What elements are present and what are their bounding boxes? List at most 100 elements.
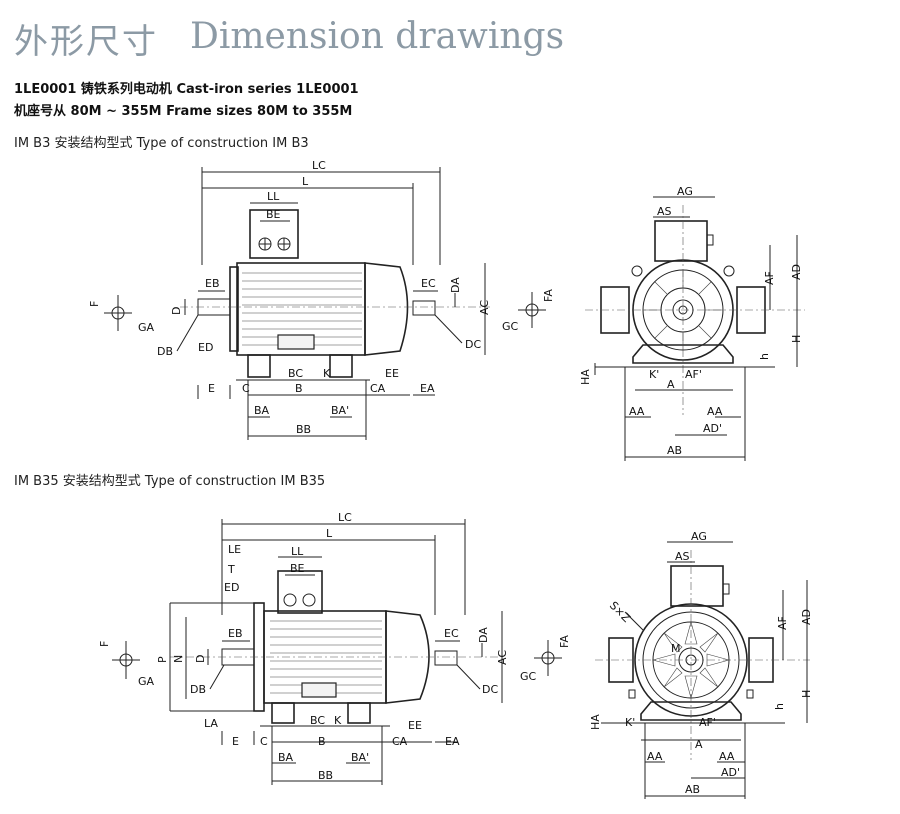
dim-AB: AB: [667, 444, 682, 457]
dim-N: N: [172, 655, 185, 663]
dim-BA: BA: [254, 404, 270, 417]
dim-LA: LA: [204, 717, 218, 730]
dim-GC: GC: [502, 320, 519, 333]
dim-E-b35: E: [232, 735, 239, 748]
dim-EC-b35: EC: [444, 627, 459, 640]
dim-ED: ED: [198, 341, 213, 354]
b35-keyway-detail: GC FA: [520, 635, 571, 683]
series-subtitle: 1LE0001 铸铁系列电动机 Cast-iron series 1LE0001: [14, 82, 359, 97]
dim-AC-b35: AC: [496, 650, 509, 665]
section-heading-b35: IM B35 安装结构型式 Type of construction IM B3…: [14, 474, 326, 489]
dim-B-b35: B: [318, 735, 326, 748]
dim-LC: LC: [312, 159, 326, 172]
dim-h: h: [758, 353, 771, 360]
page-title-english: Dimension drawings: [190, 16, 565, 57]
dim-BA-prime-b35: BA': [351, 751, 369, 764]
dim-K-prime: K': [649, 368, 659, 381]
dim-FA: FA: [542, 289, 555, 302]
dim-LL-b35: LL: [291, 545, 304, 558]
dim-AF-prime: AF': [685, 368, 702, 381]
dim-BB-b35: BB: [318, 769, 333, 782]
dim-K-prime-b35: K': [625, 716, 635, 729]
dim-GA: GA: [138, 321, 155, 334]
dim-DC: DC: [465, 338, 481, 351]
dim-AA-right-b35: AA: [719, 750, 735, 763]
dim-ED-b35: ED: [224, 581, 239, 594]
dim-DB: DB: [157, 345, 173, 358]
dim-P: P: [156, 656, 169, 663]
dim-AF-prime-b35: AF': [699, 716, 716, 729]
dim-h-b35: h: [773, 703, 786, 710]
dim-LC-b35: LC: [338, 511, 352, 524]
dim-CA: CA: [370, 382, 386, 395]
dim-BA-b35: BA: [278, 751, 294, 764]
dim-K-b35: K: [334, 714, 342, 727]
dim-DC-b35: DC: [482, 683, 498, 696]
dim-FA-b35: FA: [558, 635, 571, 648]
dim-F-b35: F: [98, 641, 111, 647]
section-heading-b3: IM B3 安装结构型式 Type of construction IM B3: [14, 136, 309, 151]
page-title-chinese: 外形尺寸: [14, 22, 158, 62]
dim-BC: BC: [288, 367, 303, 380]
dim-BE-b35: BE: [290, 562, 305, 575]
dim-LL: LL: [267, 190, 280, 203]
dim-AD-b35: AD: [800, 609, 813, 625]
dim-C-b35: C: [260, 735, 268, 748]
dim-T: T: [227, 563, 235, 576]
dim-L-b35: L: [326, 527, 333, 540]
dim-EA-b35: EA: [445, 735, 460, 748]
dim-D: D: [170, 307, 183, 315]
dim-L: L: [302, 175, 309, 188]
dim-K: K: [323, 367, 331, 380]
dim-EA: EA: [420, 382, 435, 395]
b35-front-view-drawing: AG AS S×Z M AF AD H h HA K' AF' A AA AA …: [589, 530, 813, 799]
dim-AD-prime: AD': [703, 422, 722, 435]
dim-AC: AC: [478, 300, 491, 315]
dim-AF-front: AF: [763, 271, 776, 285]
dim-DB-b35: DB: [190, 683, 206, 696]
dim-CA-b35: CA: [392, 735, 408, 748]
b3-keyway-detail: GC FA: [502, 289, 555, 333]
dim-AF-front-b35: AF: [776, 616, 789, 630]
dim-AS-b35: AS: [675, 550, 690, 563]
dim-H-b35: H: [800, 690, 813, 698]
dim-EE-b35: EE: [408, 719, 422, 732]
dim-H: H: [790, 335, 803, 343]
dim-DA: DA: [449, 277, 462, 293]
dim-AD: AD: [790, 264, 803, 280]
dim-D-b35: D: [194, 655, 207, 663]
label-M: M: [671, 642, 681, 655]
dim-BB: BB: [296, 423, 311, 436]
dim-GA-b35: GA: [138, 675, 155, 688]
dim-E: E: [208, 382, 215, 395]
b3-side-view-drawing: LC L LL BE AC DA EC DC EB D DB ED E: [90, 159, 491, 440]
dim-DA-b35: DA: [477, 627, 490, 643]
dim-AS: AS: [657, 205, 672, 218]
dim-A-b35: A: [695, 738, 703, 751]
dim-C: C: [242, 382, 250, 395]
dim-A: A: [667, 378, 675, 391]
dim-HA-b35: HA: [589, 714, 602, 730]
dim-AA-left: AA: [629, 405, 645, 418]
dim-EC: EC: [421, 277, 436, 290]
dim-BA-prime: BA': [331, 404, 349, 417]
frame-size-subtitle: 机座号从 80M ~ 355M Frame sizes 80M to 355M: [14, 104, 353, 119]
dim-AA-right: AA: [707, 405, 723, 418]
dim-EE: EE: [385, 367, 399, 380]
dim-BC-b35: BC: [310, 714, 325, 727]
dim-GC-b35: GC: [520, 670, 537, 683]
dim-BE: BE: [266, 208, 281, 221]
b3-front-view-drawing: AG AS AF AD H h HA K' AF' A AA AA AD' AB: [579, 185, 805, 461]
dim-F: F: [90, 301, 101, 307]
dim-B: B: [295, 382, 303, 395]
dim-EB: EB: [205, 277, 220, 290]
dim-HA: HA: [579, 369, 592, 385]
dim-AG-b35: AG: [691, 530, 707, 543]
label-SZ: S×Z: [607, 599, 633, 625]
dim-LE: LE: [228, 543, 241, 556]
dim-AG: AG: [677, 185, 693, 198]
dim-EB-b35: EB: [228, 627, 243, 640]
dim-AA-left-b35: AA: [647, 750, 663, 763]
dim-AB-b35: AB: [685, 783, 700, 796]
dim-AD-prime-b35: AD': [721, 766, 740, 779]
